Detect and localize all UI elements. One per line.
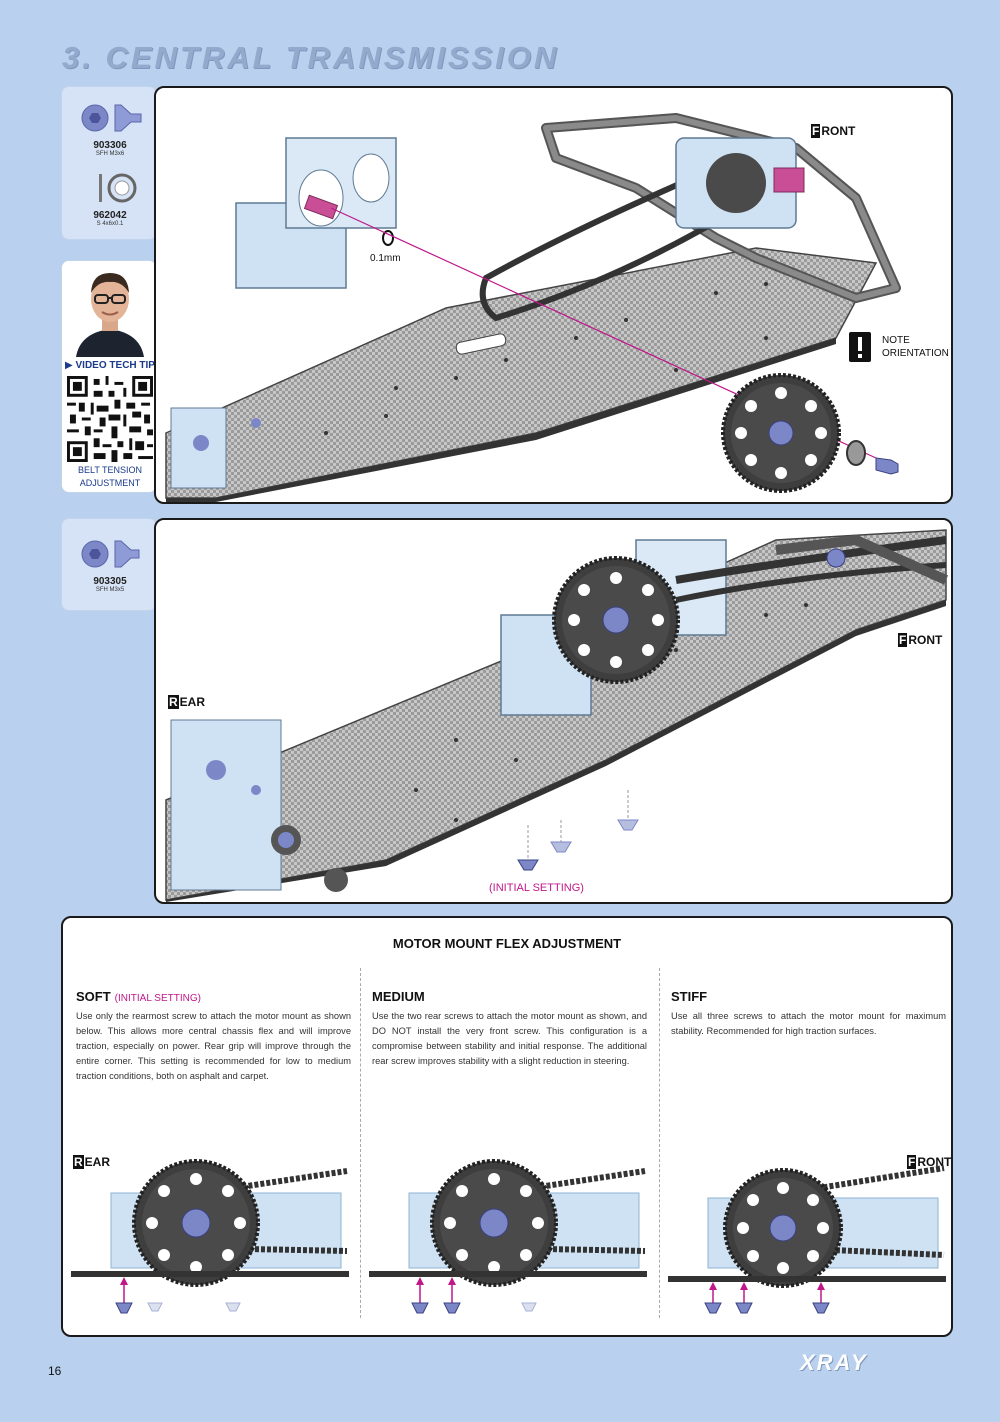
page-title: 3. CENTRAL TRANSMISSION — [62, 40, 560, 75]
tech-tip-caption: BELT TENSION ADJUSTMENT — [62, 464, 156, 490]
video-tech-tip[interactable]: ▶ VIDEO TECH TIP BELT TENSION ADJUSTMENT — [61, 260, 157, 493]
play-icon: ▶ — [65, 360, 73, 371]
medium-mount-diagram — [369, 1159, 647, 1314]
medium-column: MEDIUM Use the two rear screws to attach… — [372, 988, 647, 1069]
part-item: 962042 S 4x6x0.1 — [64, 171, 156, 227]
medium-title: MEDIUM — [372, 989, 425, 1004]
soft-title: SOFT — [76, 989, 111, 1004]
medium-description: Use the two rear screws to attach the mo… — [372, 1011, 647, 1066]
part-code: 903306 — [93, 140, 127, 151]
stiff-column: STIFF Use all three screws to attach the… — [671, 988, 946, 1039]
tech-tip-header: ▶ VIDEO TECH TIP — [62, 360, 156, 371]
front-label-rest: RONT — [908, 633, 943, 647]
column-divider — [360, 968, 361, 1318]
qr-code-icon[interactable] — [67, 376, 153, 462]
front-label-cap: F — [811, 124, 821, 138]
soft-initial-label: (INITIAL SETTING) — [114, 993, 201, 1004]
flat-head-screw-icon — [81, 540, 140, 568]
flex-heading: MOTOR MOUNT FLEX ADJUSTMENT — [392, 936, 622, 951]
step1-assembly-illustration — [165, 113, 901, 502]
presenter-photo — [62, 261, 156, 357]
part-desc: SFH M3x5 — [95, 587, 125, 593]
shim-icon — [99, 173, 137, 203]
part-desc: S 4x6x0.1 — [96, 221, 124, 227]
rear-label-cap: R — [168, 695, 179, 709]
stiff-mount-diagram — [668, 1165, 946, 1314]
part-item: 903305 SFH M3x5 — [64, 537, 156, 593]
shim-thickness-label: 0.1mm — [370, 253, 401, 264]
page-number: 16 — [48, 1364, 62, 1378]
parts-box-step1: 903306 SFH M3x6 962042 S 4x6x0.1 — [61, 86, 157, 240]
soft-column: SOFT(INITIAL SETTING) Use only the rearm… — [76, 988, 351, 1084]
initial-setting-label: (INITIAL SETTING) — [489, 882, 584, 894]
part-item: 903306 SFH M3x6 — [64, 101, 156, 157]
xray-logo: XRAY — [800, 1350, 868, 1375]
part-code: 962042 — [93, 210, 127, 221]
front-label-rest: RONT — [821, 124, 856, 138]
stiff-description: Use all three screws to attach the motor… — [671, 1011, 946, 1036]
part-desc: SFH M3x6 — [95, 151, 125, 157]
note-orientation-label: NOTE ORIENTATION — [882, 334, 949, 360]
tech-tip-caption-line: ADJUSTMENT — [79, 478, 141, 488]
stiff-title: STIFF — [671, 989, 708, 1004]
flat-head-screw-icon — [81, 104, 142, 132]
soft-description: Use only the rearmost screw to attach th… — [76, 1011, 351, 1081]
note-line: NOTE — [882, 335, 910, 346]
rear-label-cap: R — [73, 1155, 84, 1169]
soft-mount-diagram — [71, 1159, 349, 1314]
front-label-cap: F — [898, 633, 908, 647]
column-divider — [659, 968, 660, 1318]
front-label-cap: F — [907, 1155, 917, 1169]
parts-box-step2: 903305 SFH M3x5 — [61, 518, 157, 611]
part-code: 903305 — [93, 576, 127, 587]
note-line: ORIENTATION — [882, 348, 949, 359]
rear-label-rest: EAR — [179, 695, 206, 709]
rear-label-rest: EAR — [84, 1155, 111, 1169]
tech-tip-label: VIDEO TECH TIP — [75, 360, 155, 371]
tech-tip-caption-line: BELT TENSION — [77, 465, 143, 475]
motor-mount-flex-panel: MOTOR MOUNT FLEX ADJUSTMENT SOFT(INITIAL… — [61, 916, 953, 1337]
step2-assembly-illustration — [165, 529, 949, 902]
